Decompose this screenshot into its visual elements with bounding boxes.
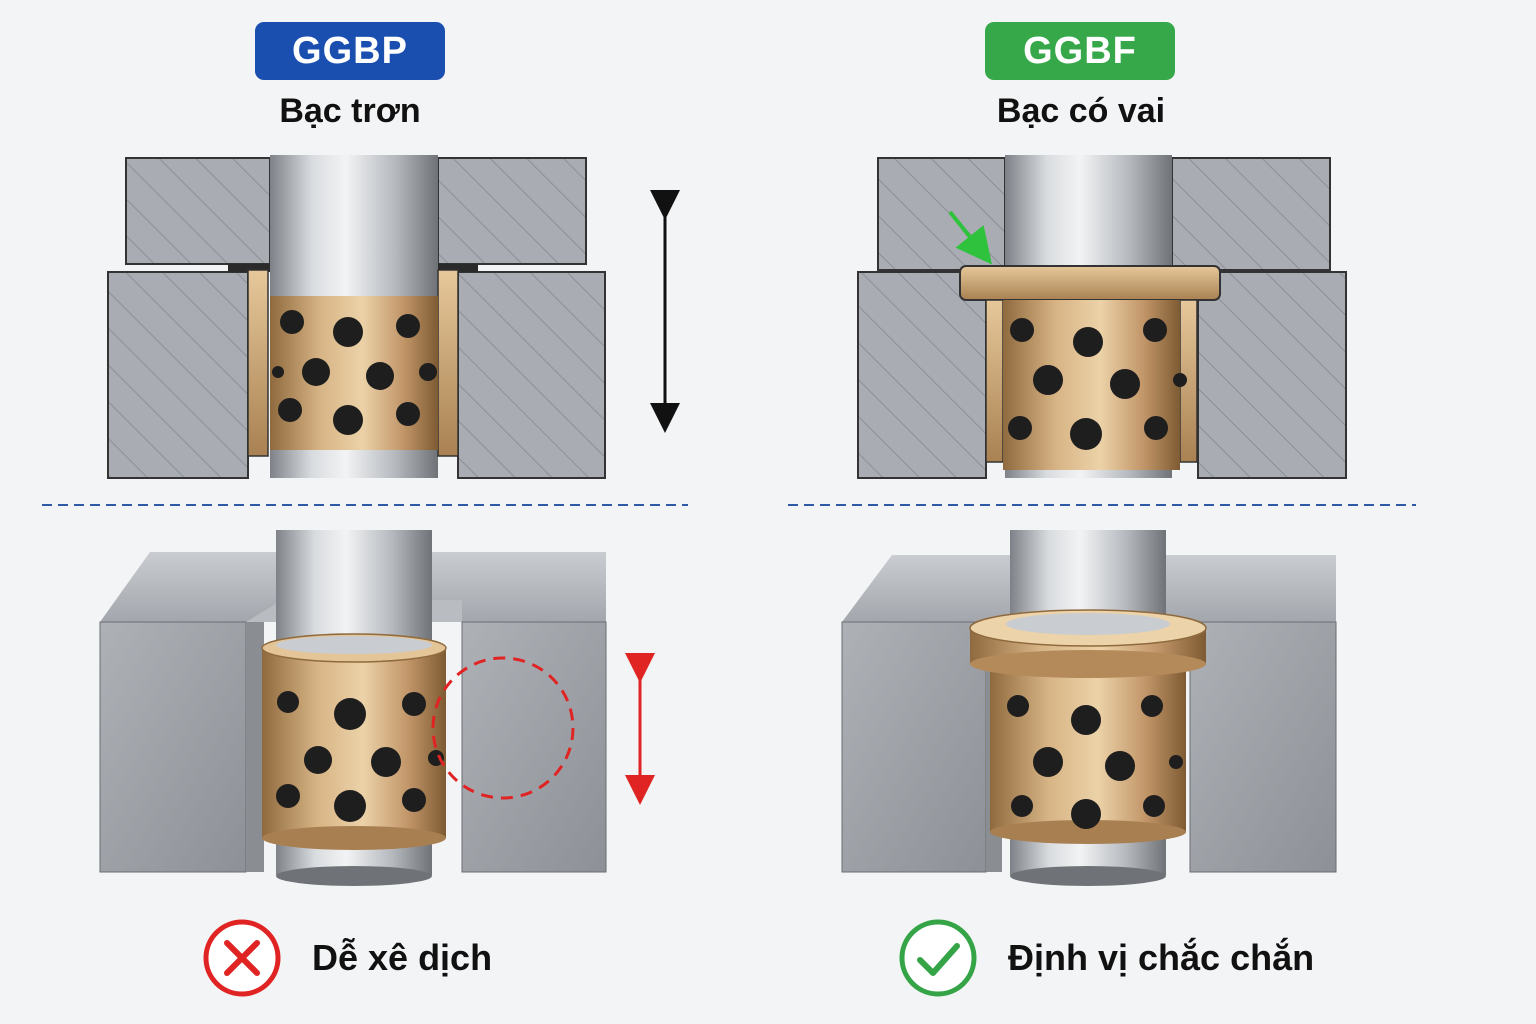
ggbp-badge: GGBP	[255, 22, 445, 80]
ggbp-subtitle: Bạc trơn	[279, 92, 421, 130]
ggbf-3d-view	[841, 530, 1337, 886]
ggbf-section-view	[857, 155, 1347, 479]
x-circle-icon	[203, 919, 281, 997]
ggbp-verdict-text: Dễ xê dịch	[312, 937, 493, 978]
ggbf-badge: GGBF	[985, 22, 1175, 80]
ggbp-3d-view	[99, 530, 655, 886]
ggbf-subtitle: Bạc có vai	[996, 92, 1166, 130]
gap-highlight-circle	[431, 656, 575, 800]
check-circle-icon	[899, 919, 977, 997]
ggbf-verdict-text: Định vị chắc chắn	[1008, 937, 1315, 978]
ggbf-verdict: Định vị chắc chắn	[898, 918, 1314, 998]
ggbp-section-view	[107, 155, 680, 479]
flange-pointer-arrow	[948, 210, 992, 265]
ggbp-verdict: Dễ xê dịch	[202, 918, 492, 998]
